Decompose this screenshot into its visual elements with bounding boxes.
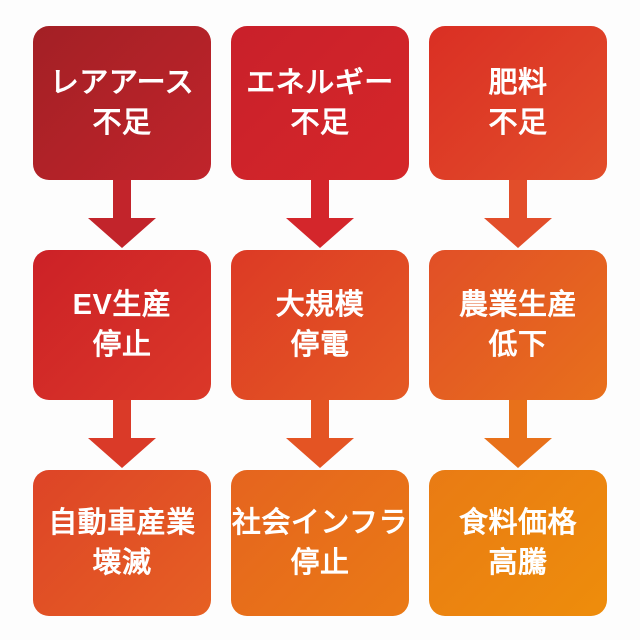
node-label-line: 不足: [92, 107, 152, 139]
node-label-line: 停止: [290, 547, 350, 579]
down-arrow-icon: [87, 180, 157, 250]
node-label-line: 高騰: [488, 547, 548, 579]
node-label-line: 食料価格: [458, 506, 577, 539]
node-label-line: EV生産: [72, 288, 172, 321]
node-large-scale-blackout: 大規模 停電: [231, 250, 409, 400]
node-label-line: 壊滅: [92, 547, 152, 579]
node-label-line: エネルギー: [246, 66, 394, 99]
node-label-line: 肥料: [488, 66, 548, 99]
node-label-line: 自動車産業: [48, 506, 196, 539]
node-energy-shortage: エネルギー 不足: [231, 26, 409, 180]
down-arrow-icon: [87, 400, 157, 470]
node-rare-earth-shortage: レアアース 不足: [33, 26, 211, 180]
node-label-line: 不足: [290, 107, 350, 139]
down-arrow-icon: [483, 400, 553, 470]
down-arrow-icon: [483, 180, 553, 250]
node-label-line: 農業生産: [458, 288, 577, 321]
node-label-line: 停止: [92, 329, 152, 361]
node-label-line: 低下: [488, 329, 548, 361]
node-label-line: レアアース: [49, 66, 195, 99]
node-label-line: 大規模: [275, 288, 365, 321]
down-arrow-icon: [285, 180, 355, 250]
node-fertilizer-shortage: 肥料 不足: [429, 26, 607, 180]
column-rare-earth-chain: レアアース 不足 EV生産 停止 自動車産業 壊滅: [33, 26, 211, 616]
node-social-infrastructure-halt: 社会インフラ 停止: [231, 470, 409, 616]
column-energy-chain: エネルギー 不足 大規模 停電 社会インフラ 停止: [231, 26, 409, 616]
node-agricultural-production-decline: 農業生産 低下: [429, 250, 607, 400]
node-ev-production-halt: EV生産 停止: [33, 250, 211, 400]
column-fertilizer-chain: 肥料 不足 農業生産 低下 食料価格 高騰: [429, 26, 607, 616]
node-label-line: 社会インフラ: [231, 506, 409, 539]
node-label-line: 停電: [290, 329, 350, 361]
node-food-price-surge: 食料価格 高騰: [429, 470, 607, 616]
node-label-line: 不足: [488, 107, 548, 139]
down-arrow-icon: [285, 400, 355, 470]
node-auto-industry-collapse: 自動車産業 壊滅: [33, 470, 211, 616]
